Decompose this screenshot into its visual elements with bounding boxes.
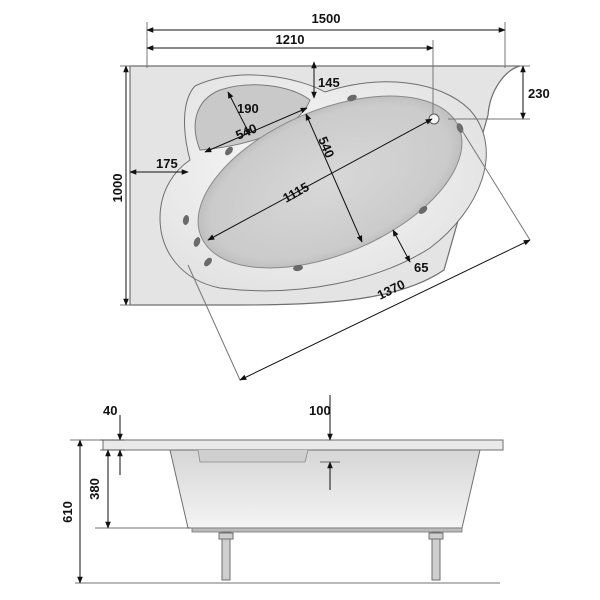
dim-overall-depth: 1000 bbox=[110, 174, 125, 203]
leg bbox=[221, 531, 231, 581]
dim-headrest-depth: 190 bbox=[237, 101, 259, 116]
leg bbox=[431, 531, 441, 581]
dim-headrest-gap: 145 bbox=[318, 75, 340, 90]
dim-side-margin: 175 bbox=[156, 156, 178, 171]
dim-rim-width: 65 bbox=[414, 260, 428, 275]
side-view: 40 100 380 610 bbox=[60, 395, 504, 584]
inner-recess bbox=[197, 449, 309, 463]
plan-view: 1500 1210 230 145 190 540 540 175 1000 1 bbox=[110, 11, 550, 381]
leg-foot bbox=[428, 532, 444, 540]
dim-deck-thickness: 40 bbox=[103, 403, 117, 418]
tub-legs bbox=[218, 531, 444, 581]
jet-icon bbox=[193, 237, 201, 247]
jet-icon bbox=[347, 94, 357, 102]
base-plate bbox=[191, 527, 463, 533]
leg-foot bbox=[218, 532, 234, 540]
deck-slab bbox=[102, 439, 504, 451]
dim-corner-offset: 230 bbox=[528, 86, 550, 101]
jet-icon bbox=[204, 257, 212, 267]
jet-icon bbox=[182, 215, 190, 225]
dim-basin-depth: 380 bbox=[87, 478, 102, 500]
dim-overall-height: 610 bbox=[60, 501, 75, 523]
dim-drain-offset-width: 1210 bbox=[276, 32, 305, 47]
drain-icon bbox=[428, 113, 440, 125]
dim-inner-offset: 100 bbox=[309, 403, 331, 418]
dim-overall-width: 1500 bbox=[312, 11, 341, 26]
